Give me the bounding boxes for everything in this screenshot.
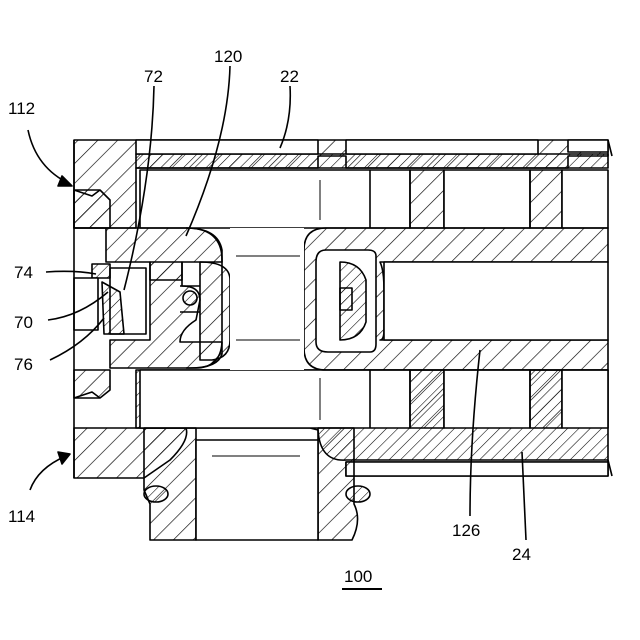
top-cavity-b bbox=[444, 170, 530, 228]
valve-76 bbox=[74, 278, 98, 330]
top-wall-slot-3 bbox=[568, 140, 608, 152]
top-wall-slot-1 bbox=[136, 140, 318, 154]
top-rib-1 bbox=[410, 170, 444, 228]
bottom-rib-1 bbox=[410, 370, 444, 428]
label-126: 126 bbox=[452, 522, 480, 539]
label-114: 114 bbox=[8, 508, 35, 525]
leader-74 bbox=[46, 271, 96, 274]
top-wall-slot-2 bbox=[346, 140, 538, 154]
leader-112 bbox=[28, 130, 70, 184]
bottom-rib-2 bbox=[530, 370, 562, 428]
arrow-112 bbox=[58, 176, 72, 186]
bottom-slot bbox=[346, 462, 608, 476]
label-72: 72 bbox=[144, 68, 163, 85]
channel-126 bbox=[384, 262, 608, 340]
label-74: 74 bbox=[14, 264, 33, 281]
label-120: 120 bbox=[214, 48, 242, 65]
leader-22 bbox=[280, 86, 290, 148]
label-76: 76 bbox=[14, 356, 33, 373]
insert-seal bbox=[340, 288, 352, 310]
port-bore bbox=[196, 440, 318, 540]
label-24: 24 bbox=[512, 546, 531, 563]
arrow-114 bbox=[58, 452, 70, 464]
port-oring-right bbox=[346, 486, 370, 502]
top-cavity-c bbox=[562, 170, 608, 228]
left-lower-body bbox=[74, 370, 110, 398]
oring-left bbox=[183, 291, 197, 305]
bottom-cavity-c bbox=[562, 370, 608, 428]
port-housing bbox=[144, 428, 196, 540]
through-bore bbox=[230, 228, 304, 370]
figure-number: 100 bbox=[344, 568, 372, 585]
bore-left-wall bbox=[200, 262, 230, 360]
bottom-cavity-b bbox=[444, 370, 530, 428]
top-wall-inner-strip bbox=[136, 154, 608, 168]
valve-74 bbox=[92, 264, 110, 278]
label-112: 112 bbox=[8, 100, 35, 117]
top-rib-2 bbox=[530, 170, 562, 228]
figure-number-underline bbox=[342, 588, 382, 590]
port-housing-right bbox=[318, 428, 358, 540]
label-70: 70 bbox=[14, 314, 33, 331]
port-oring-left bbox=[144, 486, 168, 502]
label-22: 22 bbox=[280, 68, 299, 85]
